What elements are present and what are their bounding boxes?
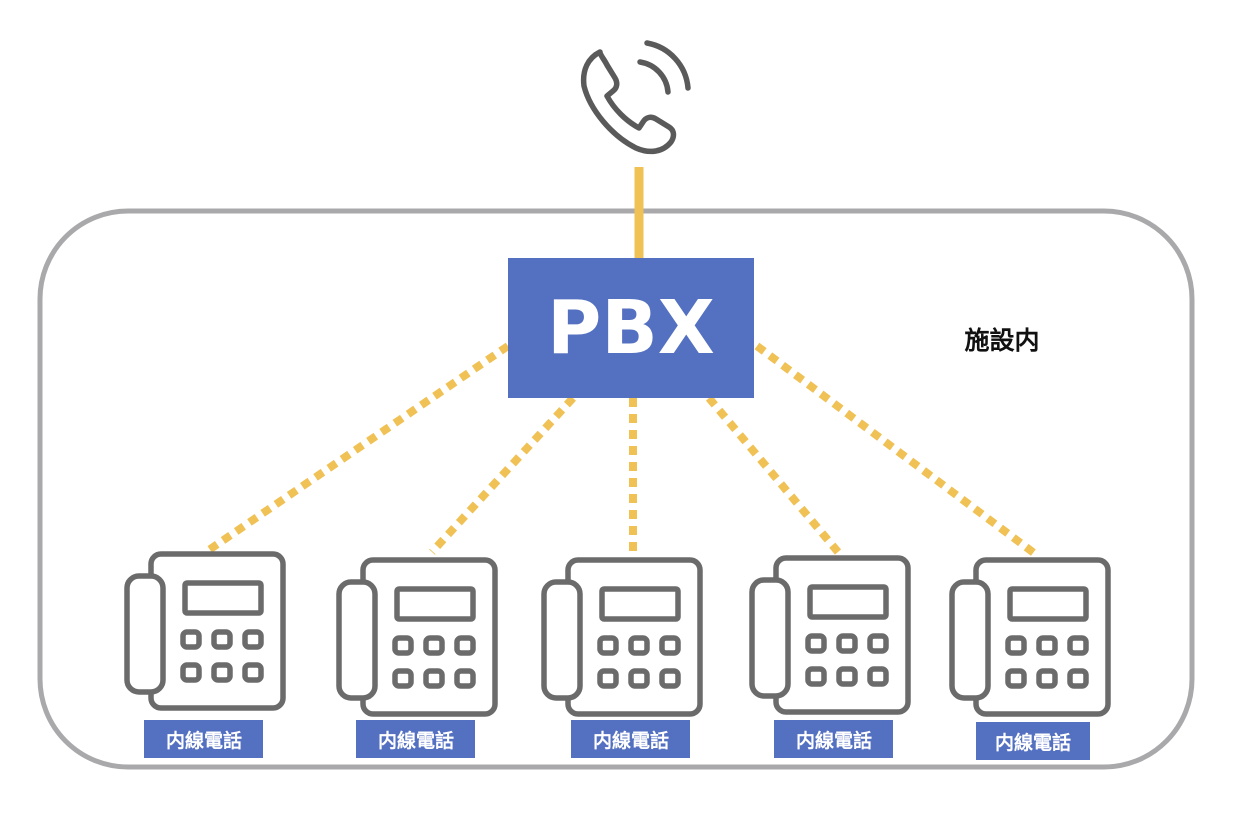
extension-label: 内線電話 xyxy=(796,729,872,752)
desk-phone-icon xyxy=(949,557,1111,717)
desk-phone-icon xyxy=(124,551,286,711)
phone-call-icon xyxy=(580,40,691,155)
pbx-box xyxy=(508,258,754,398)
extension-line-1 xyxy=(203,342,511,556)
desk-phone-icon xyxy=(336,557,498,717)
facility-boundary xyxy=(37,208,1195,770)
extension-phone-1: 内線電話 xyxy=(124,551,286,758)
extension-line-2 xyxy=(429,395,576,555)
extension-phone-3: 内線電話 xyxy=(541,557,703,758)
extension-label-box xyxy=(571,720,690,758)
extension-phone-2: 内線電話 xyxy=(336,557,498,758)
extension-label-box xyxy=(976,722,1090,760)
extension-label: 内線電話 xyxy=(593,729,669,752)
extension-line-5 xyxy=(754,342,1041,560)
extension-label: 内線電話 xyxy=(995,731,1071,754)
extension-lines xyxy=(203,342,1041,560)
extension-label-box xyxy=(774,720,893,758)
extension-label: 内線電話 xyxy=(378,729,454,752)
desk-phone-icon xyxy=(749,555,911,715)
desk-phone-icon xyxy=(541,557,703,717)
extension-label-box xyxy=(356,720,475,758)
facility-label: 施設内 xyxy=(964,326,1039,355)
pbx-label: PBX xyxy=(547,285,715,371)
extension-phone-4: 内線電話 xyxy=(749,555,911,758)
extension-line-4 xyxy=(705,395,842,555)
extension-label-box xyxy=(144,720,263,758)
extension-phone-5: 内線電話 xyxy=(949,557,1111,760)
extension-label: 内線電話 xyxy=(166,729,242,752)
